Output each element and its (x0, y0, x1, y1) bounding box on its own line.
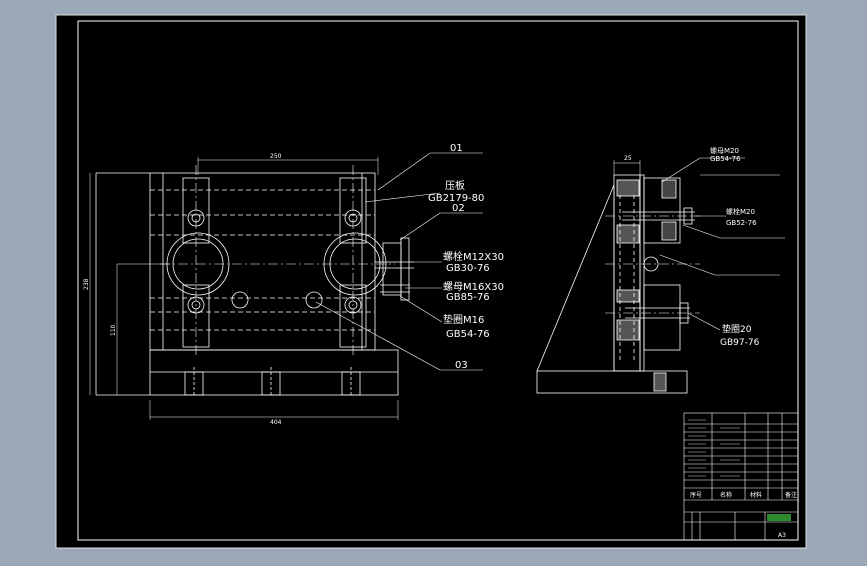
title-block (683, 412, 799, 541)
side-label-c-std: GB97-76 (720, 338, 760, 348)
dim-top-front: 250 (270, 153, 282, 160)
side-label-b-name: 螺栓M20 (726, 207, 755, 216)
side-view (536, 157, 785, 394)
tb-sheet-ref: A3 (778, 532, 786, 539)
dim-left-outer: 238 (83, 278, 90, 290)
tb-header-name: 名称 (720, 491, 732, 499)
label-plate-name: 压板 (445, 179, 465, 192)
drawing-frame (77, 20, 799, 541)
label-plate-std: GB2179-80 (428, 193, 484, 204)
dim-bottom-front: 404 (270, 419, 282, 426)
tb-header-seq: 序号 (690, 491, 702, 499)
tb-header-material: 材料 (750, 491, 762, 499)
label-washer-std: GB54-76 (446, 329, 490, 340)
front-view (89, 152, 483, 420)
label-bolt-name: 螺栓M12X30 (443, 250, 504, 263)
title-block-stamp (767, 514, 791, 521)
label-01: 01 (450, 143, 463, 154)
label-nut-name: 螺母M16X30 (443, 281, 504, 293)
side-label-a-std: GB54-76 (710, 155, 741, 163)
side-label-b-std: GB52-76 (726, 219, 757, 227)
label-bolt-std: GB30-76 (446, 263, 490, 274)
drawing-sheet (55, 14, 807, 549)
dim-top-side: 25 (624, 155, 632, 162)
label-washer-name: 垫圈M16 (443, 313, 484, 326)
label-nut-std: GB85-76 (446, 292, 490, 303)
side-label-a-name: 螺母M20 (710, 146, 739, 155)
label-03: 03 (455, 360, 468, 371)
tb-header-qty: 备注 (785, 491, 797, 499)
label-02: 02 (452, 203, 465, 214)
side-label-c-name: 垫圈20 (722, 323, 752, 335)
dim-left-inner: 110 (110, 324, 117, 336)
